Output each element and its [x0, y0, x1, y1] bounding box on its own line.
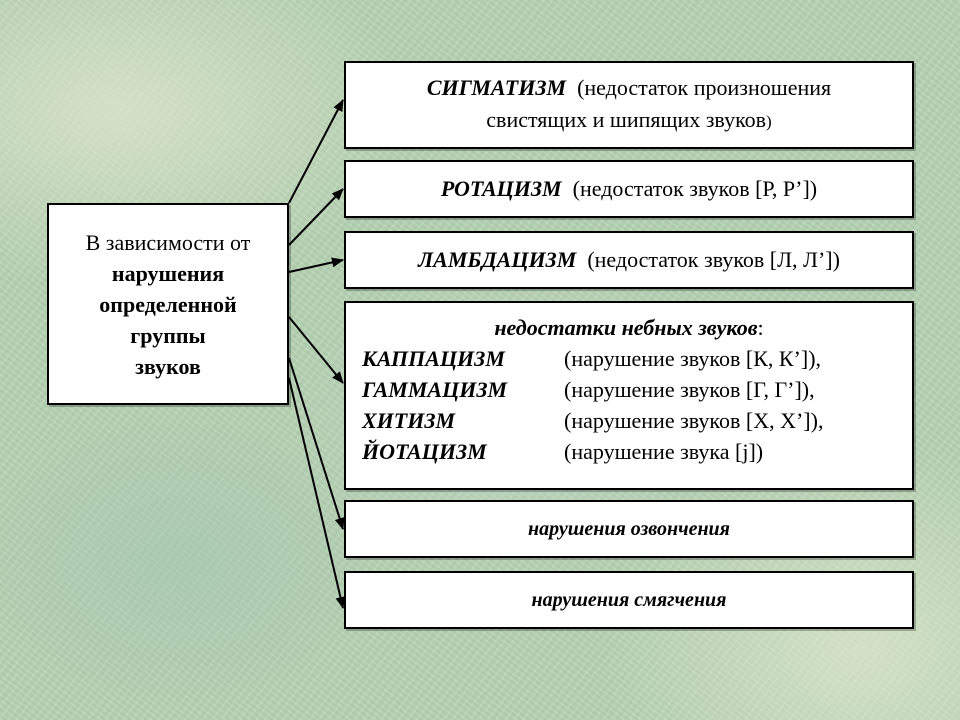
arrow-to-sigmatism	[288, 99, 344, 204]
softening-label: нарушения смягчения	[531, 588, 727, 611]
source-line-2: нарушения	[111, 260, 225, 286]
source-line-1: В зависимости от	[85, 229, 251, 255]
sigmatism-line-2: свистящих и шипящих звуков)	[486, 104, 771, 138]
palatal-row-desc: (нарушение звука [j])	[564, 439, 764, 464]
sigmatism-desc-c: )	[766, 112, 772, 131]
palatal-row-desc: (нарушение звуков [Г, Г’]),	[564, 377, 815, 402]
lambdacism-line: ЛАМБДАЦИЗМ (недостаток звуков [Л, Л’])	[418, 247, 840, 273]
voicing-label: нарушения озвончения	[527, 517, 730, 540]
palatal-row-term: ЙОТАЦИЗМ	[362, 439, 487, 464]
sigmatism-box: СИГМАТИЗМ (недостаток произношения свист…	[344, 61, 914, 149]
palatal-heading-suffix: :	[757, 315, 764, 340]
palatal-row-term: КАППАЦИЗМ	[362, 346, 505, 371]
palatal-heading-line: недостатки небных звуков:	[362, 313, 896, 343]
palatal-row-desc: (нарушение звуков [Х, Х’]),	[564, 408, 824, 433]
palatal-sounds-box: недостатки небных звуков: КАППАЦИЗМ (нар…	[344, 301, 914, 490]
sigmatism-desc-a: (недостаток произношения	[577, 75, 832, 100]
source-line-5: звуков	[135, 353, 201, 379]
voicing-box: нарушения озвончения	[344, 500, 914, 558]
rotacism-line: РОТАЦИЗМ (недостаток звуков [Р, Р’])	[441, 176, 817, 202]
palatal-row: ЙОТАЦИЗМ (нарушение звука [j])	[362, 436, 896, 467]
palatal-row: КАППАЦИЗМ (нарушение звуков [К, К’]),	[362, 343, 896, 374]
rotacism-desc: (недостаток звуков [Р, Р’])	[572, 176, 818, 201]
sigmatism-desc-b: свистящих и шипящих звуков	[486, 107, 767, 132]
arrow-to-voicing	[288, 357, 345, 530]
arrow-to-palatal	[288, 316, 344, 384]
rotacism-term: РОТАЦИЗМ	[440, 176, 562, 201]
lambdacism-desc: (недостаток звуков [Л, Л’])	[587, 247, 840, 272]
palatal-heading: недостатки небных звуков	[494, 315, 758, 340]
softening-box: нарушения смягчения	[344, 571, 914, 629]
palatal-row: ХИТИЗМ (нарушение звуков [Х, Х’]),	[362, 405, 896, 436]
palatal-row: ГАММАЦИЗМ (нарушение звуков [Г, Г’]),	[362, 374, 896, 405]
lambdacism-box: ЛАМБДАЦИЗМ (недостаток звуков [Л, Л’])	[344, 231, 914, 289]
palatal-row-desc: (нарушение звуков [К, К’]),	[564, 346, 822, 371]
palatal-row-term: ГАММАЦИЗМ	[362, 377, 508, 402]
lambdacism-term: ЛАМБДАЦИЗМ	[418, 247, 577, 272]
arrow-to-lambdacism	[288, 257, 344, 273]
sigmatism-term: СИГМАТИЗМ	[426, 75, 567, 100]
source-line-3: определенной	[99, 291, 237, 317]
sigmatism-line-1: СИГМАТИЗМ (недостаток произношения	[427, 72, 831, 104]
source-box: В зависимости от нарушения определенной …	[47, 203, 289, 405]
source-line-4: группы	[130, 322, 206, 348]
palatal-row-term: ХИТИЗМ	[362, 408, 456, 433]
rotacism-box: РОТАЦИЗМ (недостаток звуков [Р, Р’])	[344, 160, 914, 218]
arrow-to-rotacism	[288, 188, 344, 246]
arrow-to-softening	[288, 377, 346, 609]
